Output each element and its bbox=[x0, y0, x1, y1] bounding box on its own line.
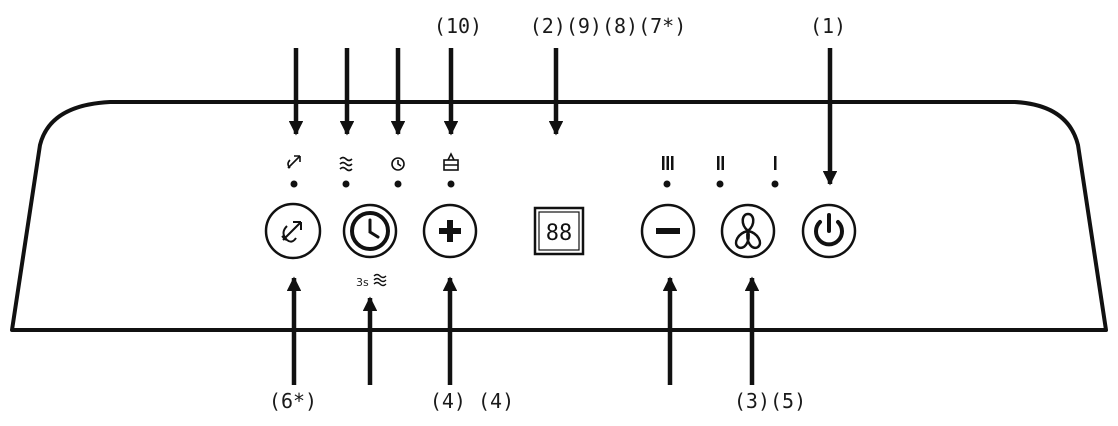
label-bottom-fan: (3)(5) bbox=[734, 389, 806, 413]
indicator-dot-timer bbox=[394, 180, 402, 188]
label-bottom-swing: (6*) bbox=[269, 389, 317, 413]
minus-icon bbox=[656, 228, 680, 234]
indicator-dot-fan-medium bbox=[716, 180, 724, 188]
indicator-dot-swing bbox=[290, 180, 298, 188]
plus-button[interactable] bbox=[422, 203, 478, 259]
timer-button[interactable] bbox=[342, 203, 398, 259]
fan-high-indicator-icon bbox=[662, 156, 674, 170]
swing-button[interactable] bbox=[264, 202, 322, 260]
indicator-dot-fan-high bbox=[663, 180, 671, 188]
display-digits: 88 bbox=[546, 221, 573, 246]
indicator-dot-fan-low bbox=[771, 180, 779, 188]
fan-icon bbox=[734, 212, 762, 250]
tank-indicator-icon bbox=[443, 152, 459, 171]
indicator-dot-tank bbox=[447, 180, 455, 188]
fan-medium-indicator-icon bbox=[717, 156, 724, 170]
label-bottom-plus: (4) (4) bbox=[430, 389, 514, 413]
swing-icon bbox=[281, 221, 302, 243]
clock-icon bbox=[368, 218, 380, 239]
plus-icon bbox=[439, 220, 461, 242]
power-icon bbox=[814, 213, 844, 247]
swing-indicator-icon bbox=[287, 155, 301, 169]
fan-speed-button[interactable] bbox=[720, 203, 776, 259]
digital-display: 88 bbox=[533, 206, 585, 256]
minus-button[interactable] bbox=[640, 203, 696, 259]
label-top-display: (2)(9)(8)(7*) bbox=[530, 14, 687, 38]
timer-indicator-icon bbox=[391, 157, 405, 171]
fan-low-indicator-icon bbox=[774, 156, 777, 170]
dehumidify-indicator-icon bbox=[339, 156, 353, 172]
label-top-timer: (10) bbox=[434, 14, 482, 38]
dehumidify-3s-icon bbox=[373, 273, 387, 287]
indicator-dot-dehumid bbox=[342, 180, 350, 188]
label-top-power: (1) bbox=[810, 14, 846, 38]
indicator-dots bbox=[290, 180, 779, 188]
timer-3s-label: 3s bbox=[356, 276, 369, 289]
power-button[interactable] bbox=[801, 203, 857, 259]
